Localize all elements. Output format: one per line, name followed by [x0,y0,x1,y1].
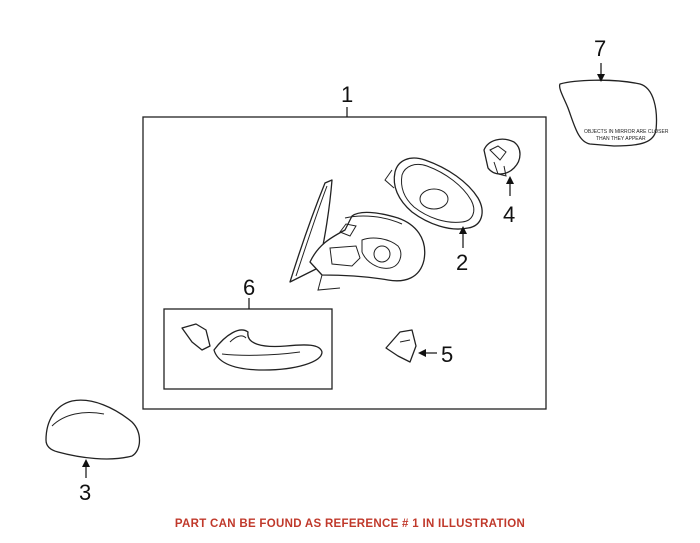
mirror-cap-part-3 [45,399,141,460]
connector-part-4 [483,138,521,177]
glass-warning-line-1: OBJECTS IN MIRROR ARE CLOSER [584,129,669,135]
reference-caption: PART CAN BE FOUND AS REFERENCE # 1 IN IL… [174,518,526,530]
mirror-motor-part-2 [384,157,483,230]
callout-7: 7 [594,36,606,61]
callout-5: 5 [441,342,453,367]
turn-signal-part-6 [181,323,323,371]
assembly-box [142,116,547,410]
glass-warning-line-2: THAN THEY APPEAR [596,136,646,142]
mirror-glass-part-7: OBJECTS IN MIRROR ARE CLOSER THAN THEY A… [558,79,669,147]
callout-3: 3 [79,480,91,505]
clip-part-5 [385,329,417,363]
subassembly-box-6 [163,308,333,390]
mirror-housing [289,179,426,291]
callout-4: 4 [503,202,515,227]
callout-1: 1 [341,82,353,107]
callout-6: 6 [243,275,255,300]
callout-2: 2 [456,250,468,275]
